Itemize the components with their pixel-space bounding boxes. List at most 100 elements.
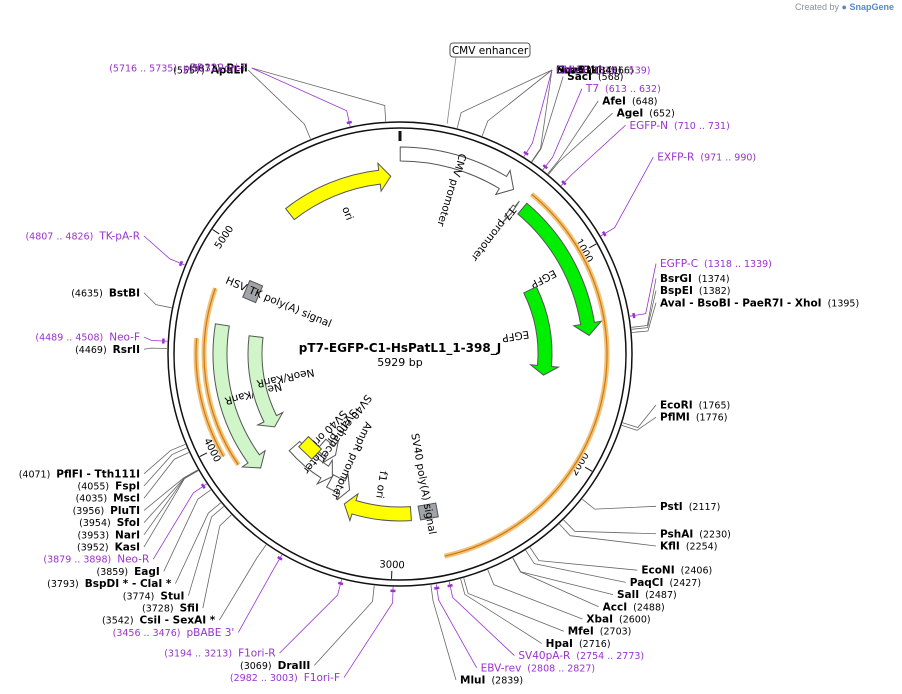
- enzyme-position: (234): [589, 66, 615, 77]
- primer-range: (3879 .. 3898): [43, 555, 111, 566]
- enzyme-label: BspEI: [660, 285, 693, 297]
- enzyme-label: AfeI: [602, 95, 626, 107]
- primer-label: T7: [585, 83, 599, 95]
- primer-marker: [447, 583, 453, 588]
- enzyme-position: (1382): [699, 286, 731, 297]
- primer-marker: [523, 150, 529, 156]
- primer-range: (613 .. 632): [605, 84, 661, 95]
- enzyme-leader-line: [547, 100, 599, 175]
- enzyme-position: (3954): [79, 518, 111, 529]
- primer-leader-line: [279, 579, 343, 654]
- enzyme-label: PluTI: [110, 505, 140, 517]
- primer-label: F1ori-R: [238, 648, 275, 660]
- enzyme-label: CsiI - SexAI *: [140, 615, 216, 627]
- orf-line-arc: [195, 338, 225, 457]
- primer-leader-line: [251, 67, 351, 127]
- primer-leader-line: [448, 581, 515, 656]
- enzyme-leader-line: [143, 469, 199, 523]
- enzyme-position: (3728): [142, 604, 174, 615]
- primer-range: (4807 .. 4826): [25, 231, 93, 242]
- primer-range: (2808 .. 2827): [527, 663, 595, 674]
- enzyme-label: HpaI: [546, 638, 573, 650]
- enzyme-leader-line: [143, 469, 199, 511]
- orf-arcs: [193, 192, 610, 559]
- feature-ori-arrow: [343, 492, 412, 523]
- primer-range: (710 .. 731): [674, 121, 730, 132]
- ruler-tick: [589, 243, 597, 249]
- feature-ori-box: [298, 435, 323, 460]
- enzyme-leader-line: [187, 506, 225, 596]
- ruler-tick: [212, 229, 220, 235]
- enzyme-label: Eco53kI: [556, 65, 602, 77]
- enzyme-position: (340): [596, 66, 622, 77]
- enzyme-position: (648): [632, 96, 658, 107]
- enzyme-label: KflI: [660, 540, 680, 552]
- enzyme-leader-line: [525, 549, 626, 583]
- enzyme-label: SalI: [617, 589, 639, 601]
- primer-label: EXFP-R: [657, 152, 694, 164]
- primer-label: EGFP-C: [660, 258, 698, 270]
- enzyme-position: (566): [608, 66, 634, 77]
- enzyme-leader-line: [143, 470, 199, 536]
- primer-leader-line: [523, 69, 553, 157]
- enzyme-leader-line: [251, 67, 387, 122]
- enzyme-leader-line: [247, 69, 311, 140]
- enzyme-leader-line: [621, 416, 657, 431]
- watermark-prefix: Created by: [794, 2, 840, 12]
- enzyme-position: (4035): [76, 494, 108, 505]
- enzyme-label: XbaI: [586, 614, 613, 626]
- feature-label: f1 ori: [373, 470, 389, 499]
- primer-label: pBABE 3': [186, 627, 234, 639]
- enzyme-position: (5871): [189, 64, 221, 75]
- enzyme-leader-line: [463, 578, 564, 632]
- enzyme-leader-line: [631, 278, 657, 328]
- primer-range: (971 .. 990): [700, 153, 756, 164]
- enzyme-leader-line: [143, 470, 199, 548]
- enzyme-leader-line: [143, 452, 190, 499]
- enzyme-leader-line: [563, 519, 657, 535]
- enzyme-position: (2230): [699, 529, 731, 540]
- enzyme-leader-line: [559, 523, 657, 547]
- enzyme-leader-line: [512, 557, 599, 608]
- enzyme-position: (3793): [47, 579, 79, 590]
- enzyme-leader-line: [143, 292, 172, 309]
- plasmid-name: pT7-EGFP-C1-HsPatL1_1-398_J: [299, 341, 501, 356]
- enzyme-label: KasI: [115, 542, 140, 554]
- primer-marker: [434, 586, 440, 590]
- enzyme-leader-line: [460, 578, 542, 644]
- enzyme-label: BstBI: [109, 287, 140, 299]
- enzyme-leader-line: [143, 347, 168, 350]
- enzyme-position: (2703): [600, 627, 632, 638]
- enzyme-position: (2254): [686, 541, 718, 552]
- primer-marker: [277, 555, 283, 561]
- primer-range: (3194 .. 3213): [164, 649, 232, 660]
- enzyme-position: (3859): [96, 567, 128, 578]
- enzyme-position: (568): [598, 72, 624, 83]
- enzyme-leader-line: [456, 69, 553, 129]
- enzyme-label: SfiI: [180, 603, 199, 615]
- primer-label: CMV-F: [556, 65, 589, 77]
- primer-label: EBV-rev: [481, 662, 522, 674]
- primer-label: SV40pA-R: [518, 650, 570, 662]
- cmv-enhancer-leader: [446, 56, 457, 124]
- enzyme-position: (1395): [828, 298, 860, 309]
- enzyme-position: (3952): [77, 543, 109, 554]
- enzyme-position: (3956): [73, 506, 105, 517]
- enzyme-position: (652): [649, 109, 675, 120]
- ruler-label: 3000: [379, 559, 405, 571]
- enzyme-label: ApaLI: [211, 64, 244, 76]
- enzyme-leader-line: [175, 502, 221, 584]
- feature-ori-arrow: [284, 161, 392, 221]
- primer-marker: [561, 180, 567, 186]
- feature-cds-arrow: [523, 286, 561, 376]
- enzyme-label: MluI: [460, 675, 485, 687]
- feature-label: EGFP: [529, 267, 559, 290]
- ruler-label: 5000: [213, 224, 236, 251]
- enzyme-position: (2427): [669, 578, 701, 589]
- enzyme-position: (2600): [619, 615, 651, 626]
- enzyme-label: PflFI - Tth111I: [56, 468, 140, 480]
- enzyme-label: MfeI: [568, 626, 594, 638]
- enzyme-label: EcoRI: [660, 399, 693, 411]
- feature-label: T7 promoter: [468, 204, 518, 264]
